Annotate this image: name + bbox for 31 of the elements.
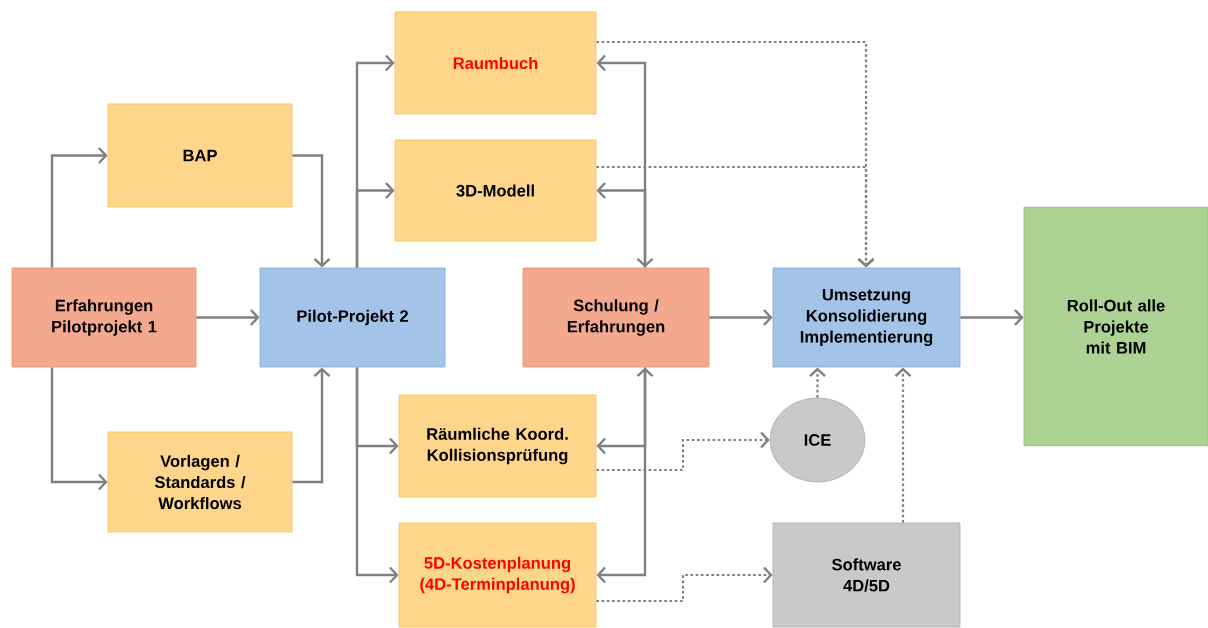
arrow <box>960 309 1024 326</box>
double-arrow <box>596 54 654 268</box>
arrow <box>596 182 647 268</box>
arrow <box>292 154 331 268</box>
dotted-arrow <box>596 566 773 603</box>
dotted-arrow <box>596 165 875 268</box>
arrow <box>355 182 395 268</box>
arrow <box>596 367 647 584</box>
arrow <box>709 309 773 326</box>
dotted-arrow <box>894 367 912 523</box>
arrow <box>196 309 260 326</box>
process-box: Räumliche Koord. Kollisionsprüfung <box>398 394 597 498</box>
arrow <box>355 367 399 584</box>
process-box: Vorlagen / Standards / Workflows <box>107 431 293 533</box>
arrow <box>50 367 108 491</box>
process-box: Umsetzung Konsolidierung Implementierung <box>772 267 961 368</box>
ellipse-node: ICE <box>769 397 866 483</box>
arrow <box>50 147 108 268</box>
process-box: Erfahrungen Pilotprojekt 1 <box>11 267 197 368</box>
process-box: Schulung / Erfahrungen <box>522 267 710 368</box>
dotted-arrow <box>596 431 770 472</box>
dotted-arrow <box>809 367 826 398</box>
arrow <box>292 367 331 484</box>
process-box: Pilot-Projekt 2 <box>259 267 446 368</box>
process-box: 3D-Modell <box>394 139 597 242</box>
process-box: 5D-Kostenplanung (4D-Terminplanung) <box>398 522 597 628</box>
double-arrow <box>596 367 654 455</box>
process-box: Raumbuch <box>394 11 597 115</box>
process-box: BAP <box>107 103 293 208</box>
result-box: Roll-Out alle Projekte mit BIM <box>1023 206 1208 447</box>
process-box: Software 4D/5D <box>772 522 961 628</box>
